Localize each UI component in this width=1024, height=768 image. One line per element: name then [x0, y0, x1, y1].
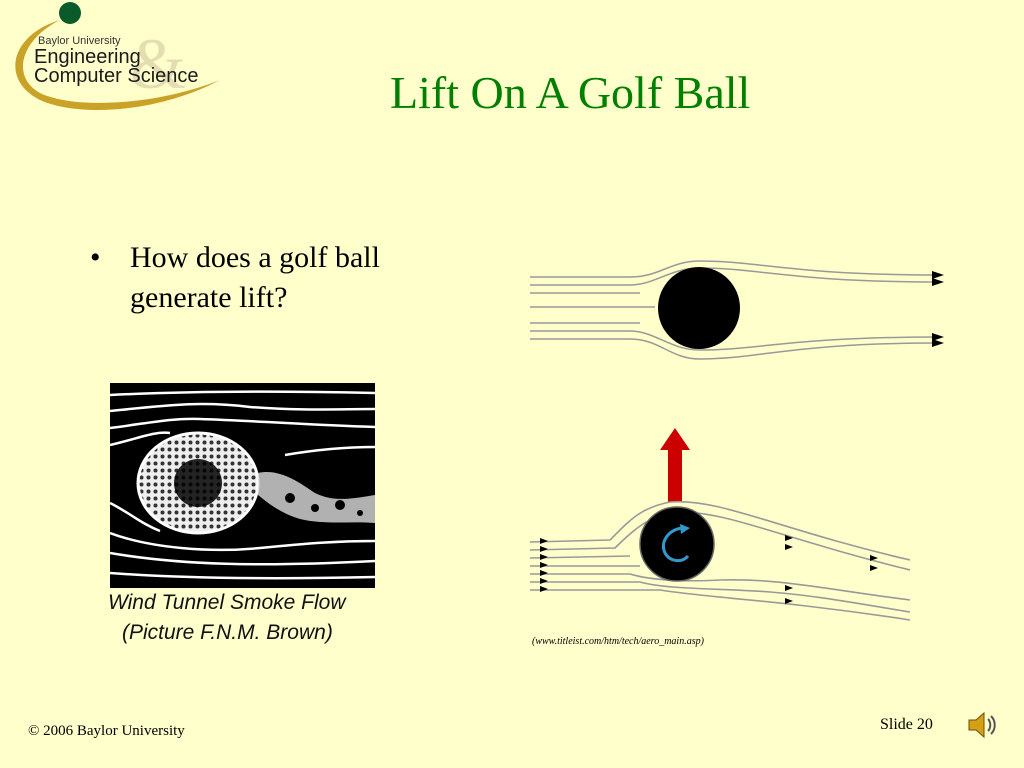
- lift-arrow: [660, 428, 690, 502]
- baylor-ecs-logo: & Baylor University Engineering Computer…: [0, 0, 230, 120]
- bullet-marker: •: [90, 241, 101, 274]
- smoke-caption-line-1: Wind Tunnel Smoke Flow: [108, 591, 346, 614]
- speaker-icon[interactable]: [965, 708, 999, 742]
- slide-number: Slide 20: [880, 716, 933, 733]
- logo-line-1: Engineering: [34, 46, 141, 68]
- logo-university: Baylor University: [38, 35, 121, 47]
- svg-text:&: &: [130, 24, 186, 104]
- smoke-caption-line-2: (Picture F.N.M. Brown): [122, 621, 333, 644]
- image-source-citation: (www.titleist.com/htm/tech/aero_main.asp…: [532, 636, 704, 647]
- logo-line-2: Computer Science: [34, 65, 199, 87]
- smoke-flow-image: [109, 383, 376, 588]
- footer-copyright: © 2006 Baylor University: [28, 723, 185, 739]
- smoke-flow-caption: Wind Tunnel Smoke Flow (Picture F.N.M. B…: [108, 588, 388, 648]
- slide-title: Lift On A Golf Ball: [390, 67, 751, 118]
- bullet-text: How does a golf ball generate lift?: [130, 241, 380, 314]
- flow-diagram-backspin-lift: [529, 420, 911, 625]
- flow-diagram-no-spin: [530, 255, 950, 365]
